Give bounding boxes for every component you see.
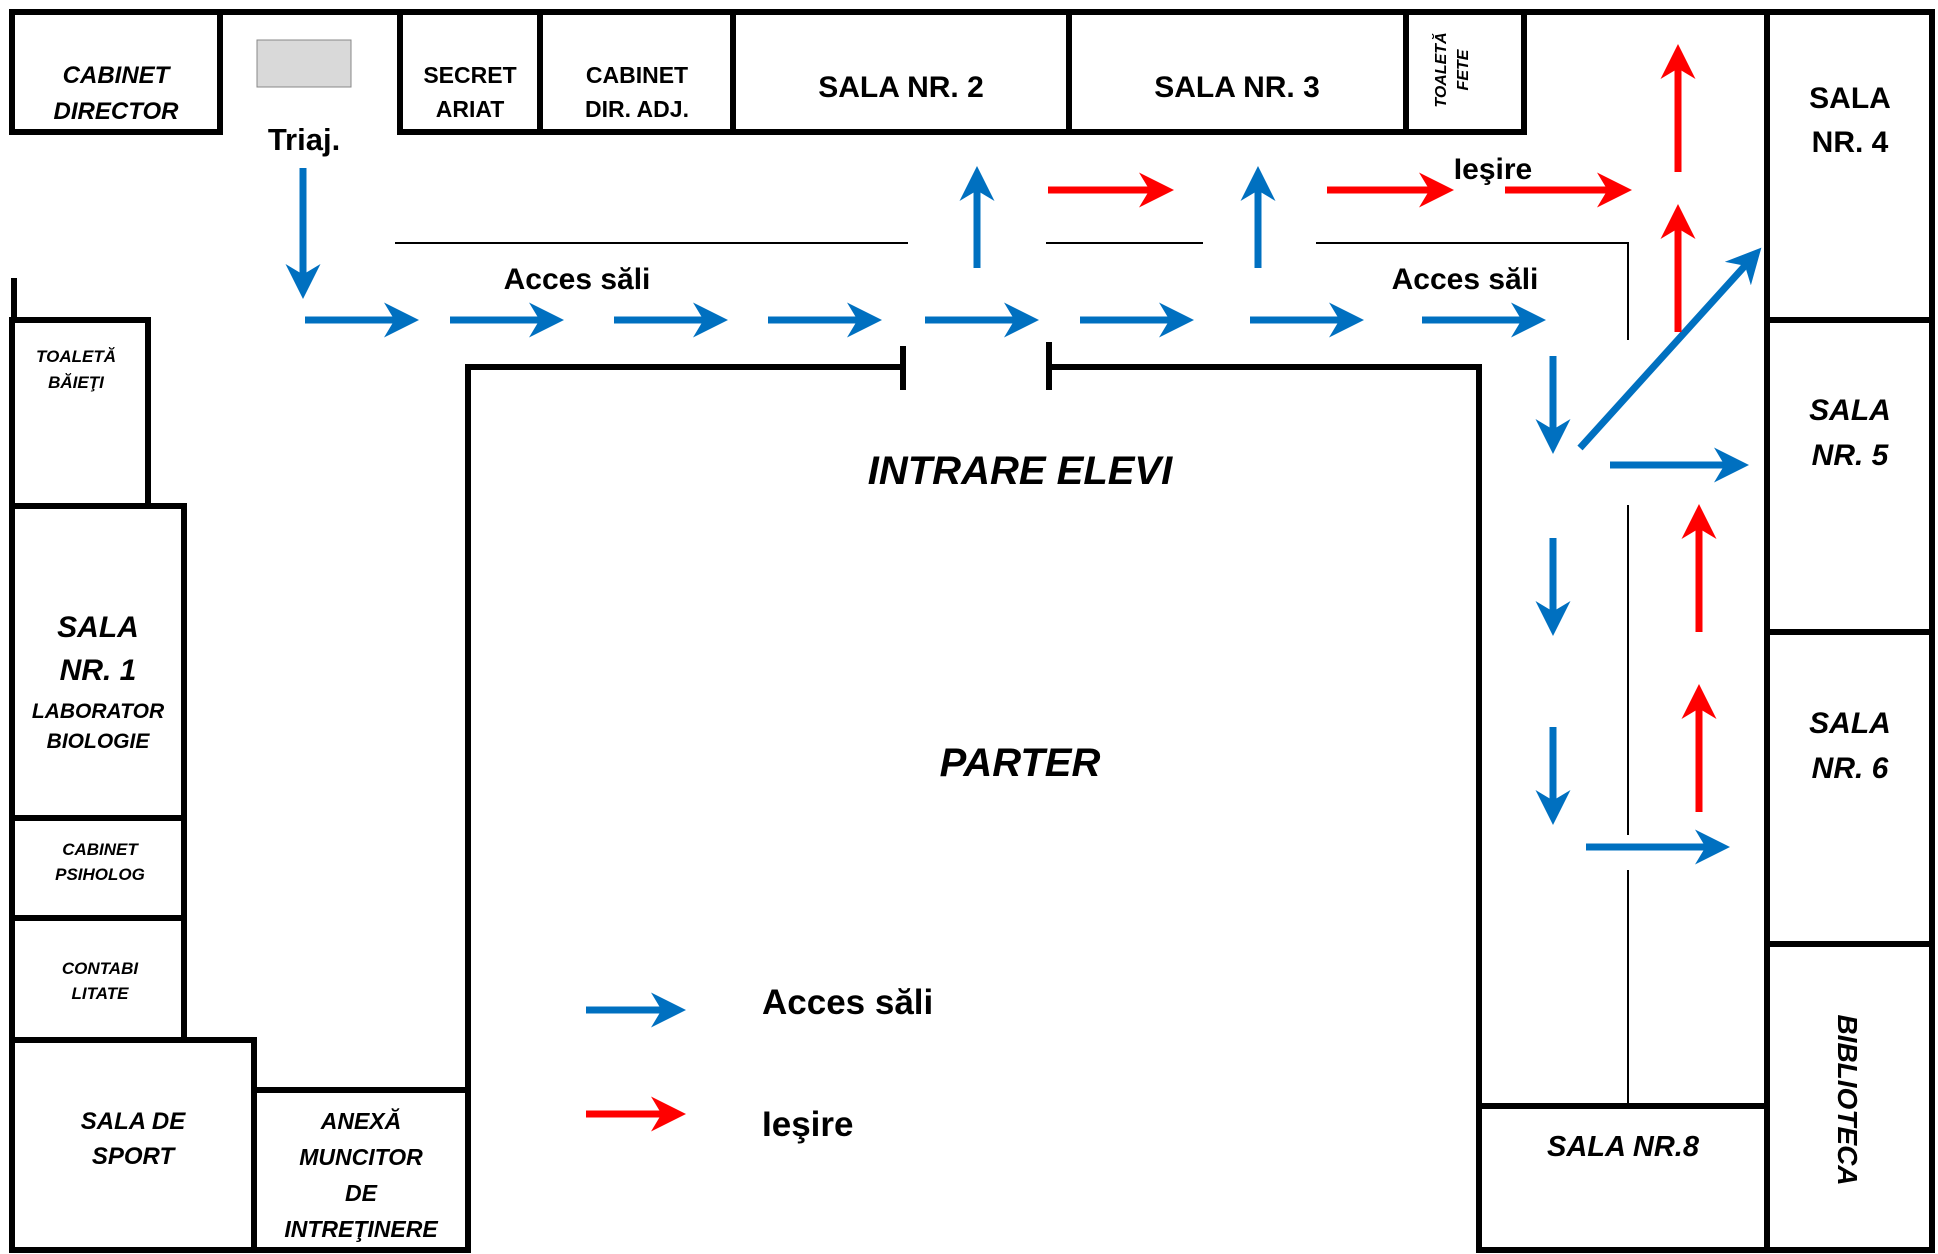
room-sala-4-label-2: NR. 4 <box>1812 126 1889 159</box>
corridor-lines <box>395 242 1629 1103</box>
access-label-left: Acces săli <box>504 263 651 296</box>
floor-label: PARTER <box>940 741 1101 785</box>
room-sala-2-label: SALA NR. 2 <box>818 71 984 104</box>
room-biblioteca <box>1764 941 1935 1253</box>
entrance-label: INTRARE ELEVI <box>868 449 1173 493</box>
room-sala-5-label-2: NR. 5 <box>1812 439 1890 472</box>
right-rooms: SALA NR. 4 SALA NR. 5 SALA NR. 6 BIBLIOT… <box>1476 9 1935 1253</box>
room-anexa-label-1: ANEXĂ <box>320 1107 402 1134</box>
room-sala-sport-label-1: SALA DE <box>81 1108 186 1135</box>
triage-label: Triaj. <box>268 122 340 157</box>
room-cabinet-director-label-1: CABINET <box>63 62 172 89</box>
room-sala-5 <box>1764 317 1935 635</box>
room-sala-8-label: SALA NR.8 <box>1547 1131 1700 1163</box>
room-biblioteca-label: BIBLIOTECA <box>1832 1014 1863 1185</box>
room-toaleta-baieti-label-2: BĂIEŢI <box>48 373 105 392</box>
room-cabinet-dir-adj-label-2: DIR. ADJ. <box>585 96 689 122</box>
room-sala-1-label-3: LABORATOR <box>32 700 165 723</box>
triage-desk <box>256 39 352 88</box>
room-secretariat <box>397 9 543 135</box>
room-anexa-label-3: DE <box>345 1180 378 1206</box>
central-wall-left <box>465 364 903 1250</box>
room-cabinet-psiholog-label-1: CABINET <box>62 840 139 859</box>
room-sala-sport-label-2: SPORT <box>92 1143 177 1170</box>
room-cabinet-dir-adj <box>537 9 736 135</box>
corridor-line-3 <box>1316 242 1629 340</box>
room-sala-6-label-2: NR. 6 <box>1812 752 1889 785</box>
room-toaleta-fete-label-1: TOALETĂ <box>1431 32 1450 107</box>
exit-label-top: Ieşire <box>1454 153 1532 186</box>
room-contabilitate-label-1: CONTABI <box>62 959 139 978</box>
room-sala-sport <box>9 1037 257 1253</box>
room-sala-1-label-2: NR. 1 <box>60 654 137 687</box>
room-toaleta-baieti-label-1: TOALETĂ <box>36 347 116 366</box>
room-cabinet-director-label-2: DIRECTOR <box>54 98 180 125</box>
central-wall-right <box>1049 364 1482 1250</box>
legend-access-label: Acces săli <box>762 983 933 1022</box>
room-sala-8 <box>1476 1103 1770 1253</box>
room-sala-5-label-1: SALA <box>1809 394 1891 427</box>
central-block: INTRARE ELEVI PARTER <box>465 342 1482 1250</box>
room-toaleta-baieti <box>9 317 151 509</box>
room-sala-6 <box>1764 629 1935 947</box>
room-sala-6-label-1: SALA <box>1809 707 1891 740</box>
top-rooms: CABINET DIRECTOR Triaj. SECRET ARIAT CAB… <box>9 9 1767 157</box>
room-sala-4-label-1: SALA <box>1809 82 1891 115</box>
room-toaleta-fete-label-2: FETE <box>1455 48 1472 90</box>
room-anexa-label-2: MUNCITOR <box>299 1144 423 1170</box>
room-anexa-label-4: INTREŢINERE <box>284 1216 438 1242</box>
room-cabinet-director <box>9 9 223 135</box>
room-cabinet-psiholog <box>9 815 187 921</box>
room-sala-1-label-1: SALA <box>57 611 139 644</box>
room-sala-1 <box>9 503 187 821</box>
legend: Acces săli Ieşire <box>586 983 933 1144</box>
room-contabilitate <box>9 915 187 1043</box>
room-secretariat-label-2: ARIAT <box>436 96 505 122</box>
access-arrow <box>1577 247 1762 451</box>
exit-arrows <box>1048 44 1717 812</box>
access-label-right: Acces săli <box>1392 263 1539 296</box>
room-sala-4 <box>1764 9 1935 323</box>
room-secretariat-label-1: SECRET <box>423 62 516 88</box>
room-anexa <box>251 1087 471 1253</box>
room-sala-1-label-4: BIOLOGIE <box>47 730 151 753</box>
room-toaleta-fete <box>1403 9 1527 135</box>
room-cabinet-psiholog-label-2: PSIHOLOG <box>55 865 145 884</box>
left-rooms: TOALETĂ BĂIEŢI SALA NR. 1 LABORATOR BIOL… <box>9 278 471 1253</box>
room-contabilitate-label-2: LITATE <box>72 984 130 1003</box>
legend-exit-label: Ieşire <box>762 1105 853 1144</box>
room-sala-3-label: SALA NR. 3 <box>1154 71 1320 104</box>
room-cabinet-dir-adj-label-1: CABINET <box>586 62 688 88</box>
access-arrows <box>285 166 1762 865</box>
